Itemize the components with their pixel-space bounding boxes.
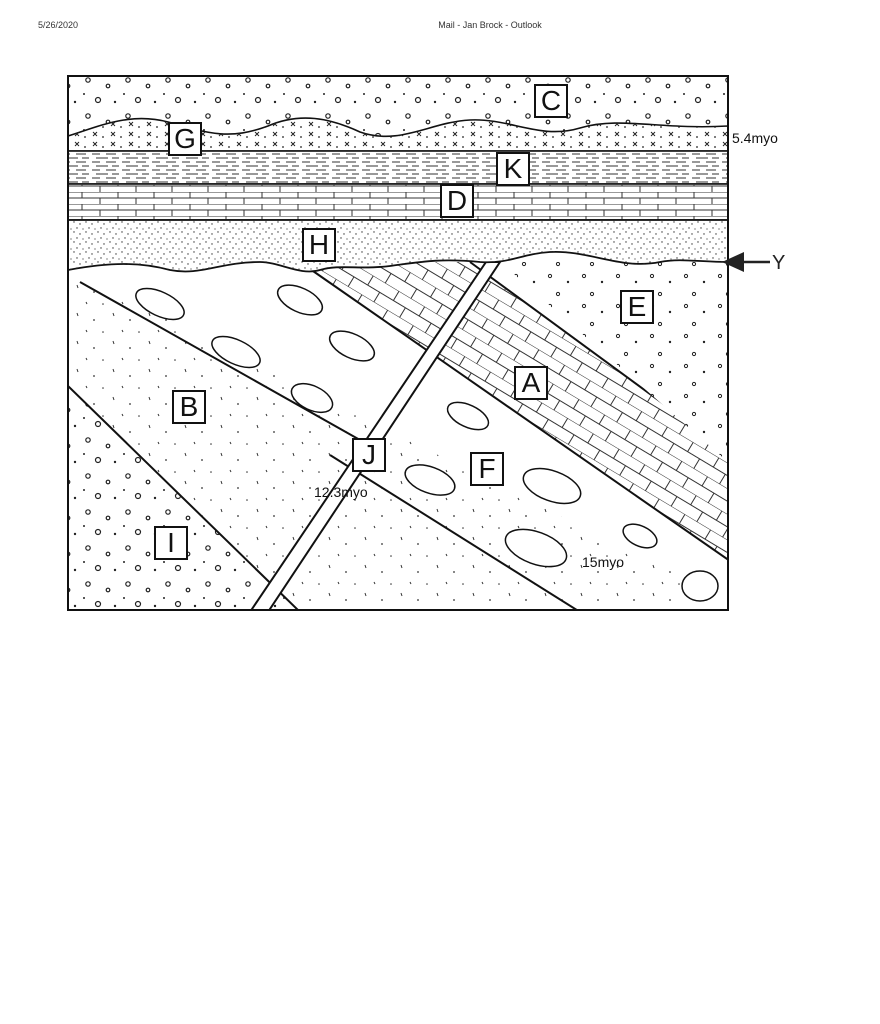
label-h: H — [302, 228, 336, 262]
label-j: J — [352, 438, 386, 472]
age-dike: 12.3myo — [314, 484, 368, 500]
label-g: G — [168, 122, 202, 156]
label-f: F — [470, 452, 504, 486]
label-k: K — [496, 152, 530, 186]
label-y: Y — [772, 252, 785, 275]
age-top: 5.4myo — [732, 130, 778, 146]
label-a: A — [514, 366, 548, 400]
label-d: D — [440, 184, 474, 218]
label-b: B — [172, 390, 206, 424]
label-i: I — [154, 526, 188, 560]
age-lower: 15myo — [582, 554, 624, 570]
label-c: C — [534, 84, 568, 118]
label-e: E — [620, 290, 654, 324]
